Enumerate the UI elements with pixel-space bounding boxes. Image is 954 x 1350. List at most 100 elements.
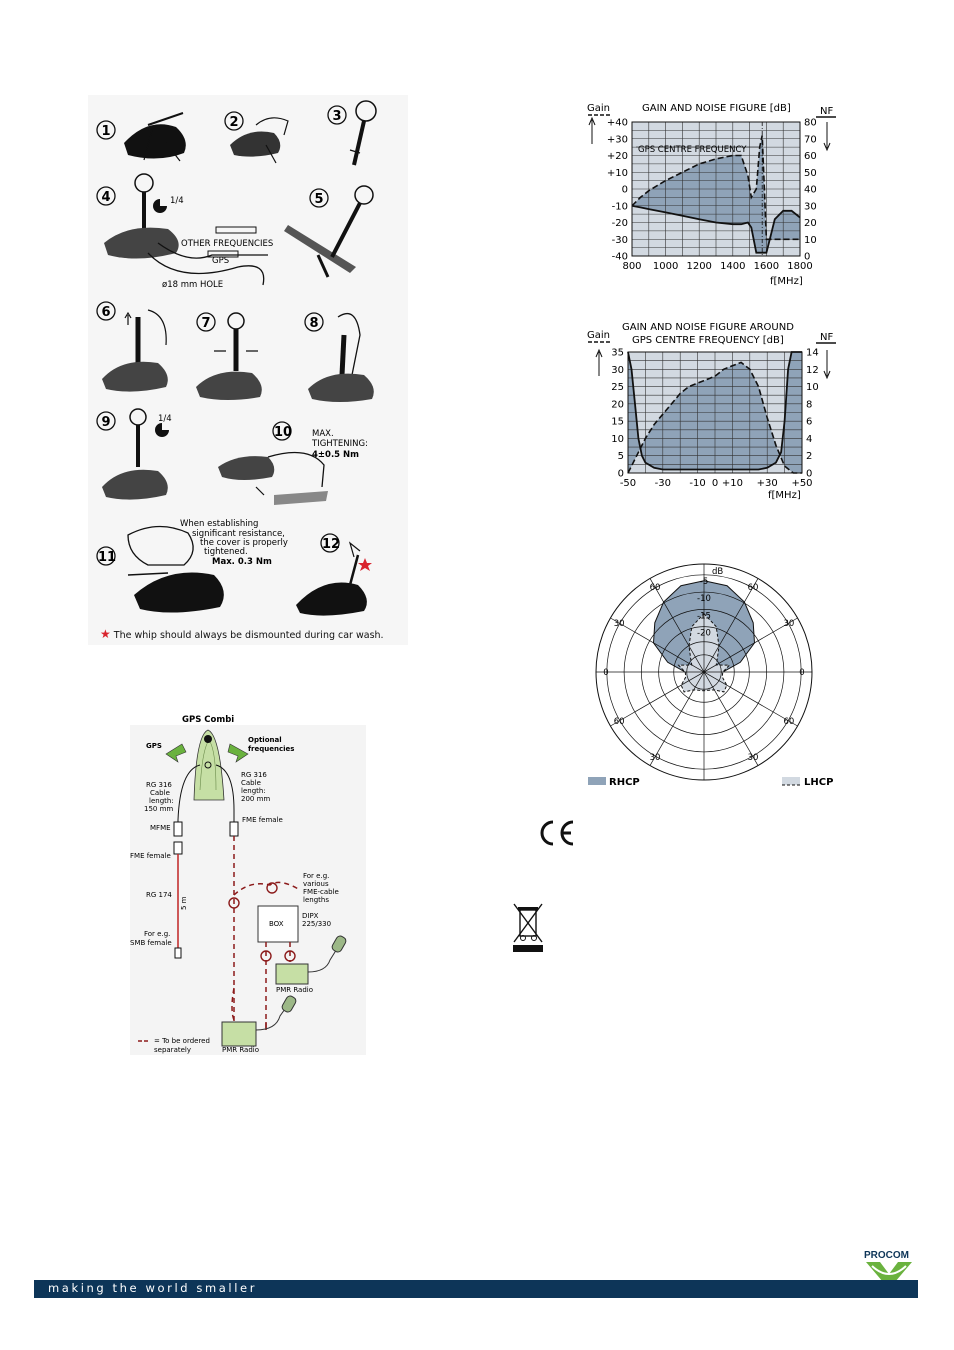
resistance-max: Max. 0.3 Nm [212, 557, 272, 567]
chart1-ytick-left: -20 [612, 218, 628, 229]
chart1-ytick-right: 70 [804, 134, 817, 145]
antenna-base [193, 729, 225, 801]
hole-size-label: ø18 mm HOLE [162, 280, 223, 290]
step-1-number: 1 [102, 124, 111, 139]
polar-angle-label: 30 [748, 753, 759, 763]
chart1-xtick: 1000 [653, 261, 678, 272]
step-8-number: 8 [310, 316, 319, 331]
chart1-ytick-right: 50 [804, 168, 817, 179]
polar-angle-label: 30 [783, 619, 794, 629]
rg316-right-2: Cable [241, 779, 261, 787]
resistance-line1: When establishing [180, 519, 258, 529]
polar-angle-label: 60 [614, 717, 625, 727]
rg174-label: RG 174 [146, 891, 172, 899]
chart1-ytick-left: +10 [607, 168, 628, 179]
chart1-ytick-right: 80 [804, 118, 817, 129]
antenna-mid-connector [204, 761, 212, 769]
optional-arrow-icon [227, 743, 249, 763]
quarter-turn-label-b: 1/4 [158, 414, 172, 424]
microphone-2-icon [281, 995, 297, 1013]
chart1-ytick-right: 30 [804, 201, 817, 212]
step-3-illustration: 3 [327, 100, 377, 166]
rg316-left-1: RG 316 [146, 781, 172, 789]
smb-label-1: For e.g. [144, 930, 170, 938]
gps-cable-label: GPS [212, 256, 229, 266]
chart1-ytick-right: 20 [804, 218, 817, 229]
legend-line1: = To be ordered [154, 1037, 210, 1045]
chart2-ytick-right: 12 [806, 365, 819, 376]
fme-female-left-label: FME female [130, 852, 171, 860]
chart2-ytick-right: 10 [806, 382, 819, 393]
step-11-illustration: 11 When establishing significant resista… [96, 519, 288, 613]
chart1-ytick-left: -10 [612, 201, 628, 212]
rg316-left-4: 150 mm [144, 805, 173, 813]
polar-angle-label: 60 [748, 583, 759, 593]
lhcp-legend-label: LHCP [804, 777, 833, 788]
brand-name: PROCOM [864, 1250, 909, 1261]
fme-cable-2: various [303, 880, 329, 888]
max-tightening-line2: TIGHTENING: [311, 439, 368, 449]
chart2-ytick-left: 20 [611, 399, 624, 410]
dipx-label-2: 225/330 [302, 920, 331, 928]
chart1-ytick-right: 0 [804, 252, 810, 263]
chart1-ytick-left: 0 [622, 185, 628, 196]
rg316-right-1: RG 316 [241, 771, 267, 779]
chart2-title-line1: GAIN AND NOISE FIGURE AROUND [622, 322, 794, 333]
rg316-right-3: length: [241, 787, 266, 795]
chart1-xtick: 800 [622, 261, 641, 272]
mfme-label: MFME [150, 824, 171, 832]
footer-bar: making the world smaller [34, 1280, 918, 1298]
rg316-left-2: Cable [150, 789, 170, 797]
step-4-illustration: 4 1/4 OTHER FREQUENCIES GPS ø18 mm HOLE [96, 173, 273, 290]
chart2-xtick: -30 [655, 478, 671, 489]
step-2-number: 2 [230, 115, 239, 130]
rg316-left-3: length: [149, 797, 174, 805]
other-frequencies-label: OTHER FREQUENCIES [181, 239, 273, 249]
chart2-ytick-left: 35 [611, 348, 624, 359]
chart1-ytick-right: 40 [804, 185, 817, 196]
polar-angle-label: 0 [799, 668, 804, 678]
quarter-turn-label-a: 1/4 [170, 196, 184, 206]
fme-female-right-label: FME female [242, 816, 283, 824]
chart2-ytick-right: 14 [806, 348, 819, 359]
step-2-illustration: 2 [224, 111, 289, 164]
chart1-xtick: 1600 [754, 261, 779, 272]
gain-nf-chart: Gain GAIN AND NOISE FIGURE [dB] NF +40+3… [587, 103, 836, 287]
fme-cable-1: For e.g. [303, 872, 329, 880]
polar-ring-label: -10 [697, 594, 711, 604]
ce-mark-icon [540, 820, 574, 846]
chart2-xtick: +50 [791, 478, 812, 489]
step-12-number: 12 [322, 537, 340, 552]
chart1-ytick-left: -30 [612, 235, 628, 246]
wiring-diagram: GPS Combi GPS Optional frequencies RG 31… [130, 715, 347, 1054]
chart1-xtick: 1800 [787, 261, 812, 272]
pmr-radio-1-label: PMR Radio [276, 986, 313, 994]
pmr-radio-2-label: PMR Radio [222, 1046, 259, 1054]
step-10-illustration: 10 MAX. TIGHTENING: 4±0.5 Nm [218, 421, 368, 505]
chart1-ytick-left: +30 [607, 134, 628, 145]
polar-angle-label: 30 [650, 753, 661, 763]
car-wash-note-text: The whip should always be dismounted dur… [113, 630, 384, 641]
legend-line2: separately [154, 1046, 191, 1054]
step-11-number: 11 [98, 550, 116, 565]
chart2-xtick: -50 [620, 478, 636, 489]
chart2-ytick-right: 6 [806, 417, 812, 428]
chart2-title-line2: GPS CENTRE FREQUENCY [dB] [632, 335, 784, 346]
wiring-title: GPS Combi [182, 715, 234, 725]
step-7-number: 7 [202, 316, 211, 331]
step-9-illustration: 9 1/4 [96, 408, 172, 500]
chart2-ytick-right: 4 [806, 434, 812, 445]
chart1-ytick-left: +20 [607, 151, 628, 162]
chart1-gain-line [631, 135, 800, 241]
footer-tagline: making the world smaller [48, 1281, 258, 1295]
installation-illustrations: 1 2 3 4 1/4 OTHER FREQUENCIES GPS ø18 mm… [96, 100, 377, 616]
star-icon [358, 558, 372, 571]
resistance-line2: significant resistance, [192, 529, 285, 539]
chart1-ytick-right: 10 [804, 235, 817, 246]
max-tightening-line1: MAX. [312, 429, 334, 439]
chart2-ytick-left: 25 [611, 382, 624, 393]
max-tightening-value: 4±0.5 Nm [312, 450, 359, 460]
microphone-1-icon [331, 935, 347, 953]
chart2-ytick-left: 15 [611, 417, 624, 428]
step-5-illustration: 5 [284, 185, 374, 278]
